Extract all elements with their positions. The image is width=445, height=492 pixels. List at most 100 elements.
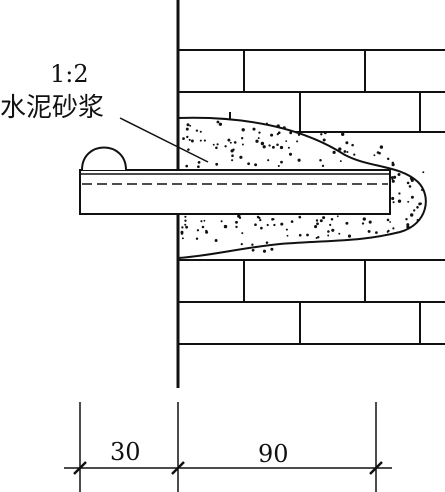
mortar-speckle [203, 219, 206, 222]
mortar-speckle [286, 234, 289, 237]
mortar-speckle [189, 124, 192, 127]
mortar-speckle [268, 144, 271, 147]
mortar-speckle [379, 145, 384, 149]
mortar-speckle [397, 172, 401, 177]
mortar-speckle [223, 224, 228, 229]
mortar-speckle [196, 229, 200, 232]
mortar-speckle [235, 225, 238, 229]
dimension-right: 90 [258, 440, 289, 468]
mortar-speckle [270, 133, 274, 137]
mortar-speckle [186, 135, 189, 139]
mortar-speckle [241, 232, 244, 235]
mortar-speckle [280, 160, 283, 164]
mortar-speckle [229, 141, 232, 144]
mortar-speckle [184, 215, 187, 218]
material-label: 水泥砂浆 [0, 93, 104, 123]
mortar-speckle [331, 228, 335, 232]
mortar-speckle [271, 145, 275, 149]
mortar-speckle [290, 220, 294, 223]
mortar-speckle [392, 201, 395, 204]
mortar-speckle [314, 225, 318, 229]
mortar-speckle [258, 131, 261, 134]
mortar-speckle [297, 133, 301, 136]
mortar-speckle [406, 223, 410, 227]
mortar-speckle [199, 130, 202, 133]
mortar-speckle [405, 218, 408, 221]
mortar-speckle [386, 218, 390, 222]
mortar-speckle [296, 140, 299, 143]
mortar-speckle [227, 138, 231, 142]
mortar-speckle [346, 150, 349, 154]
mortar-speckle [241, 143, 244, 146]
mortar-speckle [241, 128, 245, 132]
mortar-speckle [345, 221, 349, 225]
mortar-speckle [397, 199, 402, 203]
mortar-speckle [201, 225, 205, 229]
mortar-speckle [347, 234, 352, 238]
mortar-speckle [267, 159, 270, 162]
mortar-speckle [212, 143, 215, 146]
mortar-speckle [406, 181, 410, 185]
mortar-speckle [410, 178, 414, 183]
mortar-speckle [184, 223, 187, 226]
mortar-speckle [184, 219, 187, 222]
mortar-speckle [298, 233, 302, 237]
mortar-speckle [257, 137, 260, 140]
mortar-speckle [389, 221, 391, 223]
mortar-speckle [260, 226, 263, 230]
mortar-speckle [231, 154, 234, 157]
mortar-speckle [215, 162, 219, 166]
mortar-speckle [316, 222, 319, 226]
mortar-speckle [185, 164, 189, 168]
mortar-speckle [276, 133, 279, 136]
mortar-speckle [280, 222, 284, 226]
mortar-speckle [252, 127, 256, 131]
mortar-speckle [233, 141, 237, 144]
mortar-speckle [186, 123, 190, 127]
mortar-speckle [391, 161, 395, 165]
mortar-speckle [282, 126, 286, 130]
mortar-speckle [188, 138, 191, 141]
half-round-bead [81, 146, 127, 171]
mortar-speckle [343, 150, 347, 153]
mortar-speckle [195, 129, 199, 132]
mortar-speckle [216, 143, 219, 146]
mortar-speckle [276, 124, 280, 128]
mortar-speckle [241, 137, 244, 140]
mortar-speckle [362, 217, 366, 221]
mortar-speckle [180, 230, 184, 234]
mortar-speckle [197, 165, 200, 169]
mortar-speckle [375, 231, 378, 234]
mortar-speckle [368, 220, 372, 224]
mortar-speckle [373, 154, 376, 157]
mortar-speckle [322, 216, 326, 220]
mortar-speckle [407, 200, 410, 203]
mortar-speckle [338, 147, 342, 151]
mortar-speckle [187, 148, 190, 151]
mortar-speckle [235, 220, 238, 224]
mortar-speckle [220, 220, 223, 223]
mortar-speckle [216, 120, 220, 124]
mortar-speckle [338, 232, 341, 235]
mortar-speckle [327, 230, 330, 233]
mortar-speckle [182, 137, 185, 140]
mortar-speckle [336, 215, 339, 218]
mortar-speckle [260, 141, 265, 146]
mortar-speckle [386, 157, 390, 161]
mortar-speckle [195, 237, 199, 240]
mortar-speckle [279, 145, 284, 150]
mortar-speckle [319, 219, 323, 223]
mortar-speckle [341, 132, 345, 136]
brick-wall-lower [178, 259, 445, 345]
mortar-speckle [266, 223, 269, 227]
mortar-speckle [391, 196, 395, 201]
mortar-speckle [315, 219, 319, 222]
mortar-speckle [321, 164, 325, 168]
ratio-label: 1:2 [50, 60, 89, 88]
mortar-speckle [393, 175, 397, 179]
mortar-speckle [410, 195, 414, 199]
mortar-speckle [320, 133, 323, 136]
mortar-speckle [288, 152, 293, 156]
mortar-speckle [181, 237, 184, 240]
